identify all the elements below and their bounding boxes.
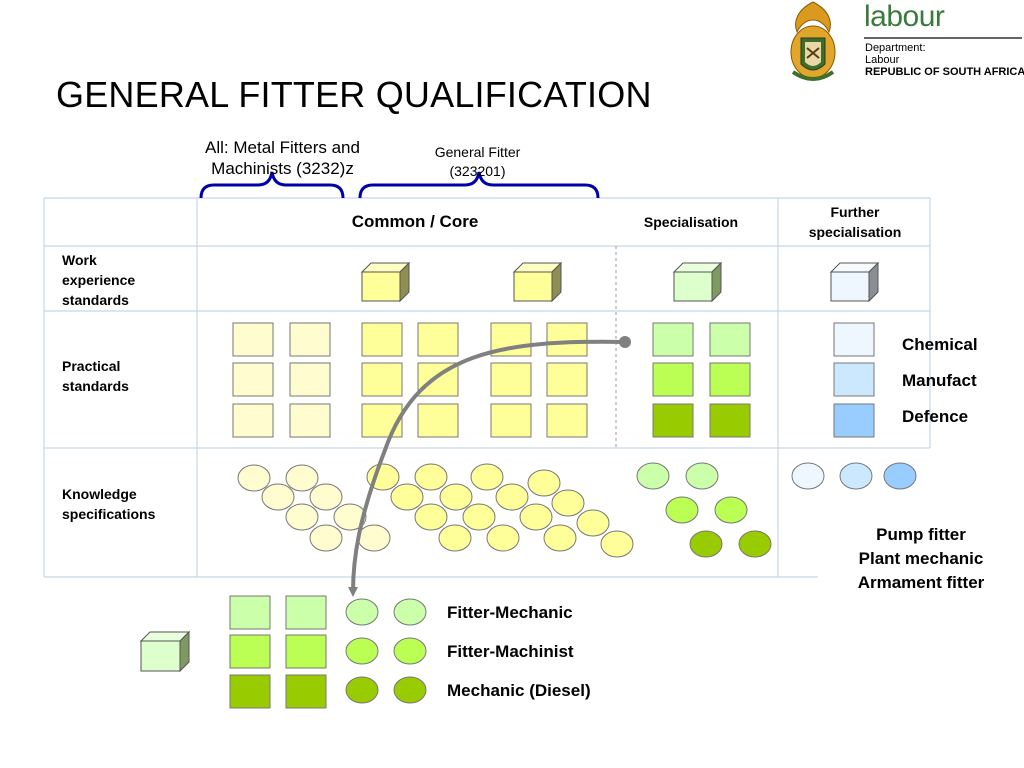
specialisation-arrow bbox=[348, 339, 626, 597]
row-label-knowledge: Knowledge specifications bbox=[62, 486, 156, 522]
further-label-manufact: Manufact bbox=[902, 371, 977, 390]
legend-label-fitter-machinist: Fitter-Machinist bbox=[447, 642, 574, 661]
practical-specialisation bbox=[652, 322, 751, 438]
column-header-core: Common / Core bbox=[351, 212, 479, 231]
further-label-defence: Defence bbox=[902, 407, 969, 426]
legend-label-fitter-mechanic: Fitter-Mechanic bbox=[447, 603, 573, 622]
logo-wordmark: labour bbox=[864, 0, 945, 33]
legend-cube bbox=[139, 630, 191, 673]
knowledge-further bbox=[791, 462, 917, 490]
cube-further bbox=[829, 261, 880, 303]
brace-general bbox=[358, 171, 600, 199]
cube-specialisation bbox=[672, 261, 723, 303]
row-label-practical: Practical standards bbox=[62, 358, 129, 394]
practical-further bbox=[833, 322, 875, 438]
column-header-further: Further specialisation bbox=[808, 204, 902, 240]
further-trades-list: Pump fitter Plant mechanic Armament fitt… bbox=[857, 525, 985, 592]
logo-country: REPUBLIC OF SOUTH AFRICA bbox=[865, 66, 1024, 78]
brace-all bbox=[199, 171, 345, 199]
brace-label-general-fitter: General Fitter (323201) bbox=[434, 144, 521, 179]
row-label-work-experience: Work experience standards bbox=[62, 252, 136, 308]
further-label-chemical: Chemical bbox=[902, 335, 978, 354]
logo-department: Department: bbox=[865, 42, 926, 54]
cube-core-1 bbox=[360, 261, 411, 303]
brace-label-all: All: Metal Fitters and Machinists (3232)… bbox=[205, 138, 360, 178]
knowledge-core-yellow bbox=[366, 463, 634, 558]
coat-of-arms-icon bbox=[790, 1, 836, 81]
table-grid bbox=[43, 197, 931, 578]
knowledge-core-pale bbox=[237, 464, 391, 552]
legend-label-mechanic-diesel: Mechanic (Diesel) bbox=[447, 681, 591, 700]
column-header-specialisation: Specialisation bbox=[643, 214, 739, 230]
legend-squares bbox=[229, 595, 327, 709]
legend-circles bbox=[345, 598, 427, 704]
page-title: GENERAL FITTER QUALIFICATION bbox=[56, 74, 652, 115]
practical-core-yellow bbox=[361, 322, 588, 438]
logo-dept-name: Labour bbox=[865, 54, 900, 66]
knowledge-specialisation bbox=[636, 462, 772, 558]
practical-core-pale bbox=[232, 322, 331, 438]
cube-core-2 bbox=[512, 261, 563, 303]
